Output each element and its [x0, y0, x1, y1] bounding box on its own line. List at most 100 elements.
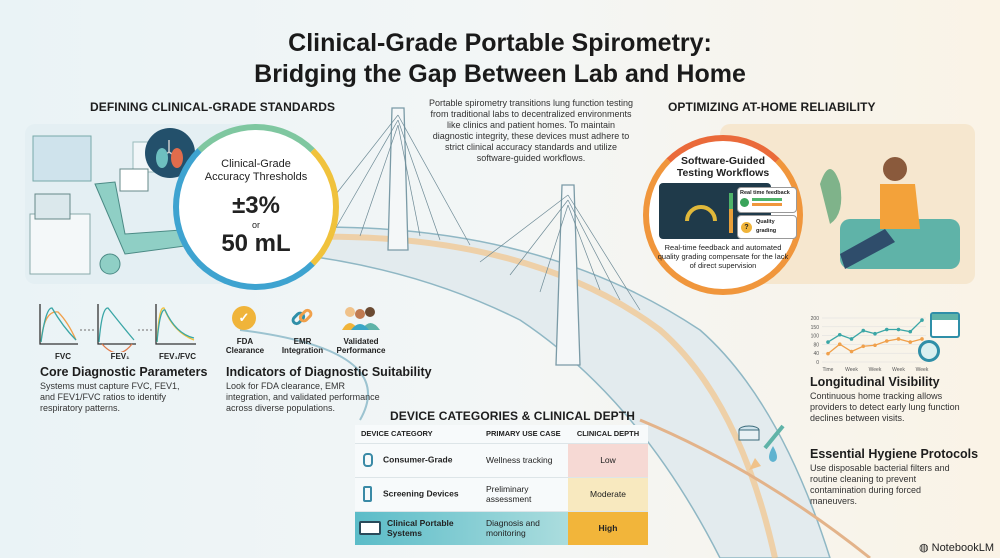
data-point: [920, 337, 924, 341]
data-point: [896, 337, 901, 341]
people-icon: [340, 304, 382, 330]
fda-label-2: Clearance: [225, 346, 265, 355]
x-tick-label: Week: [845, 367, 858, 373]
accuracy-or: or: [251, 220, 260, 230]
core-params-text: Systems must capture FVC, FEV1, and FEV1…: [40, 381, 180, 413]
table-row: Screening Devices Preliminary assessment…: [355, 476, 648, 511]
longitudinal-heading: Longitudinal Visibility: [810, 375, 940, 389]
col-device-category: DEVICE CATEGORY: [361, 429, 433, 439]
device-table-heading: DEVICE CATEGORIES & CLINICAL DEPTH: [390, 409, 635, 423]
data-point: [896, 327, 901, 332]
quality-card-label: Quality: [756, 219, 775, 225]
use-cell: Preliminary assessment: [480, 476, 568, 511]
left-section-heading: DEFINING CLINICAL-GRADE STANDARDS: [90, 100, 336, 114]
title-line-1: Clinical-Grade Portable Spirometry:: [288, 29, 712, 57]
validated-label-2: Performance: [336, 346, 386, 355]
realtime-feedback-card: Real time feedback: [737, 187, 797, 213]
accuracy-volume: 50 mL: [221, 230, 291, 257]
quality-card-label-2: grading: [756, 228, 777, 234]
curve-label-ratio: FEV₁/FVC: [158, 352, 197, 361]
data-point: [849, 337, 854, 341]
data-point: [873, 331, 877, 336]
hygiene-heading: Essential Hygiene Protocols: [810, 447, 979, 461]
x-tick-label: Time: [823, 367, 834, 373]
calendar-icon: [930, 312, 960, 338]
data-point: [884, 339, 889, 343]
data-point: [908, 329, 913, 334]
table-row: Clinical Portable Systems Diagnosis and …: [355, 510, 648, 545]
category-cell: Consumer-Grade: [383, 454, 453, 465]
feedback-card-label: Real time feedback: [740, 190, 790, 196]
y-tick-label: 150: [811, 325, 820, 331]
data-point: [837, 332, 842, 337]
wearable-icon: [363, 453, 373, 467]
intro-paragraph: Portable spirometry transitions lung fun…: [428, 98, 634, 163]
workflow-title-2: Testing Workflows: [676, 167, 770, 179]
hygiene-text: Use disposable bacterial filters and rou…: [810, 463, 950, 506]
hygiene-filter-icon: [735, 418, 790, 473]
y-tick-label: 0: [816, 360, 819, 366]
depth-cell: Low: [568, 442, 648, 477]
depth-cell: Moderate: [568, 476, 648, 511]
question-icon: ?: [741, 222, 752, 233]
y-tick-label: 100: [811, 334, 820, 340]
spirometry-curves: [38, 302, 198, 354]
col-clinical-depth: CLINICAL DEPTH: [576, 429, 640, 439]
accuracy-label: Clinical-Grade: [221, 158, 291, 170]
fda-label: FDA: [236, 337, 254, 346]
data-point: [826, 340, 830, 344]
software-workflow-badge: Software-Guided Testing Workflows Real t…: [643, 135, 803, 295]
curve-label-fev1: FEV₁: [110, 352, 130, 361]
core-params-heading: Core Diagnostic Parameters: [40, 365, 208, 379]
data-point: [920, 318, 924, 322]
branding-text: NotebookLM: [931, 542, 994, 554]
data-point: [837, 342, 842, 346]
accuracy-threshold-badge: Clinical-Grade Accuracy Thresholds ±3% o…: [173, 124, 339, 290]
accuracy-percent: ±3%: [232, 192, 280, 219]
y-tick-label: 200: [811, 316, 820, 322]
data-point: [826, 351, 830, 356]
magnifier-icon: [918, 340, 940, 362]
workflow-title: Software-Guided: [680, 155, 765, 167]
badge-check-icon: ✓: [232, 306, 256, 330]
right-section-heading: OPTIMIZING AT-HOME RELIABILITY: [668, 100, 876, 114]
depth-cell: High: [568, 510, 648, 545]
title-line-2: Bridging the Gap Between Lab and Home: [254, 60, 746, 88]
workflow-caption: Real-time feedback and automated quality…: [657, 243, 789, 270]
series-line-teal: [827, 319, 923, 343]
validated-label: Validated: [343, 337, 379, 346]
use-cell: Diagnosis and monitoring: [480, 510, 568, 545]
table-header-row: DEVICE CATEGORY PRIMARY USE CASE CLINICA…: [355, 425, 648, 443]
x-tick-label: Week: [916, 367, 929, 373]
col-primary-use: PRIMARY USE CASE: [486, 429, 561, 439]
monitor-device-icon: [359, 521, 381, 536]
x-tick-label: Week: [892, 367, 905, 373]
page-title: Clinical-Grade Portable Spirometry: Brid…: [0, 28, 1000, 90]
accuracy-label-2: Accuracy Thresholds: [204, 171, 308, 183]
use-cell: Wellness tracking: [480, 442, 568, 477]
check-icon: [740, 198, 749, 207]
emr-label: EMR: [293, 337, 312, 346]
chain-link-icon: [290, 306, 314, 330]
table-row: Consumer-Grade Wellness tracking Low: [355, 442, 648, 477]
notebooklm-branding: ◍ NotebookLM: [918, 542, 994, 554]
category-cell: Screening Devices: [383, 488, 459, 499]
indicators-heading: Indicators of Diagnostic Suitability: [226, 365, 432, 379]
quality-grading-card: ? Quality grading: [737, 215, 797, 239]
data-point: [861, 344, 866, 349]
y-tick-label: 80: [813, 342, 819, 348]
category-cell: Clinical Portable Systems: [387, 518, 454, 539]
data-point: [873, 343, 877, 348]
x-tick-label: Week: [869, 367, 882, 373]
data-point: [861, 328, 866, 333]
data-point: [884, 327, 889, 332]
curve-label-fvc: FVC: [55, 352, 71, 361]
data-point: [908, 340, 913, 344]
data-point: [849, 349, 854, 354]
y-tick-label: 40: [813, 351, 819, 357]
